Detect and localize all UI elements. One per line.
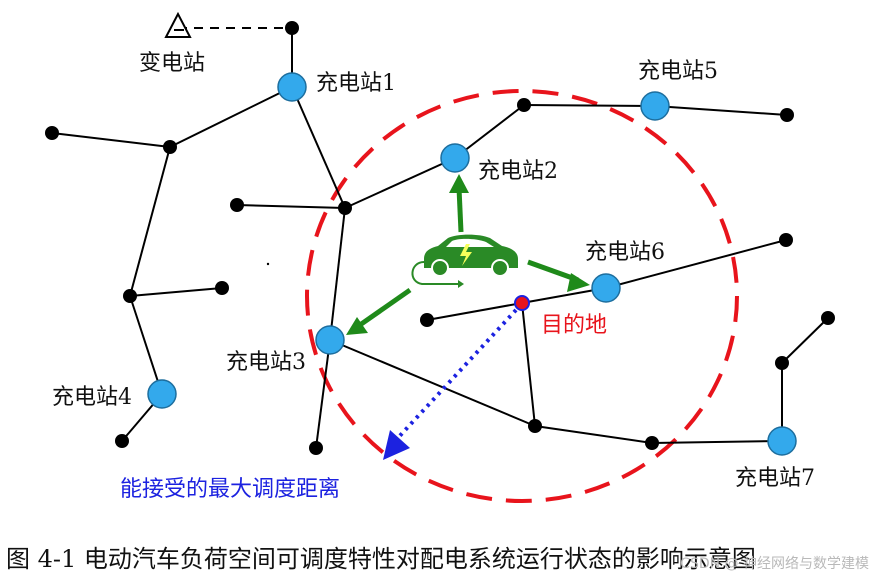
- arrow-to-station-6: [527, 259, 579, 283]
- bus-node: [780, 108, 794, 122]
- electric-car-icon: [411, 234, 518, 288]
- bus-node: [420, 313, 434, 327]
- charging-station-2-node: [440, 143, 470, 173]
- bus-node: [517, 98, 531, 112]
- max-distance-arrow: [383, 308, 518, 460]
- charging-station-nodes: [147, 72, 797, 456]
- csdn-watermark: CSDN @ 神经网络与数学建模: [680, 556, 869, 572]
- bus-node: [163, 140, 177, 154]
- charging-station-3-node: [315, 325, 345, 355]
- charging-station-4-label: 充电站4: [52, 385, 132, 410]
- figure-caption: 图 4-1 电动汽车负荷空间可调度特性对配电系统运行状态的影响示意图: [6, 545, 756, 573]
- max-dispatch-range-circle: [305, 89, 739, 503]
- charging-station-5-label: 充电站5: [638, 59, 718, 84]
- dispatch-arrows: [355, 187, 579, 330]
- charging-station-1-label: 充电站1: [316, 71, 396, 96]
- bus-node: [45, 126, 59, 140]
- bus-node: [123, 289, 137, 303]
- charging-station-3-label: 充电站3: [226, 350, 306, 375]
- substation-label: 变电站: [139, 51, 206, 76]
- charging-station-4-node: [147, 379, 177, 409]
- dispatch-arrowheads: [346, 174, 590, 335]
- substation-icon: [164, 11, 192, 38]
- stray-dot: [266, 262, 270, 266]
- bus-node: [645, 436, 659, 450]
- bus-node: [775, 356, 789, 370]
- arrow-to-station-3: [355, 287, 412, 330]
- bus-node: [230, 198, 244, 212]
- charging-station-6-label: 充电站6: [585, 240, 665, 265]
- bus-node: [528, 419, 542, 433]
- charging-station-7-node: [767, 426, 797, 456]
- charging-station-5-node: [640, 91, 670, 121]
- charging-station-7-label: 充电站7: [735, 466, 815, 491]
- bus-node: [285, 21, 299, 35]
- destination-node: [514, 295, 530, 311]
- bus-node: [821, 311, 835, 325]
- bus-node: [215, 281, 229, 295]
- bus-node: [338, 201, 352, 215]
- destination-label: 目的地: [541, 313, 608, 338]
- bus-nodes: [45, 21, 835, 455]
- bus-node: [779, 233, 793, 247]
- charging-station-1-node: [277, 72, 307, 102]
- bus-node: [115, 434, 129, 448]
- charging-station-6-node: [591, 273, 621, 303]
- charging-station-2-label: 充电站2: [478, 159, 558, 184]
- arrow-to-station-2: [456, 187, 464, 233]
- max-distance-label: 能接受的最大调度距离: [120, 477, 341, 502]
- bus-node: [309, 441, 323, 455]
